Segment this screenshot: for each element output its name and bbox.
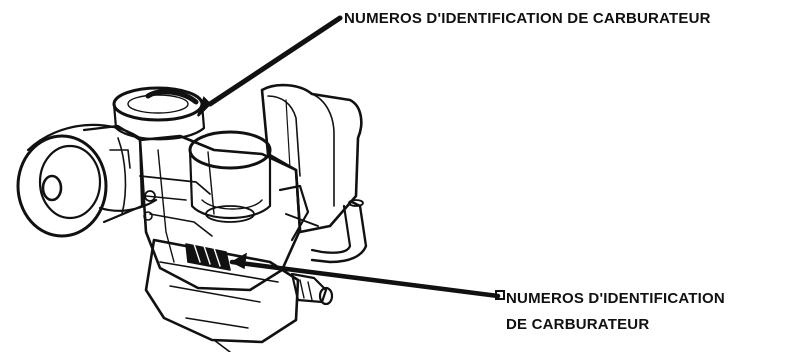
carburetor-body: [138, 134, 302, 292]
id-number-plate: [185, 243, 231, 271]
left-jets: [109, 149, 156, 221]
callout-label-bottom-line1: NUMEROS D'IDENTIFICATION: [506, 290, 725, 307]
callout-label-bottom-line2: DE CARBURATEUR: [506, 316, 650, 333]
callout-label-top: NUMEROS D'IDENTIFICATION DE CARBURATEUR: [344, 10, 711, 27]
left-air-horn: [16, 123, 158, 238]
vent-tube: [310, 199, 368, 264]
leader-bottom: [229, 252, 505, 300]
fuel-inlet-fitting: [290, 272, 334, 306]
leader-top: [197, 15, 343, 117]
callout-label-bottom: NUMEROS D'IDENTIFICATION DE CARBURATEUR: [506, 286, 725, 338]
center-dome: [188, 130, 272, 223]
throttle-linkage: [278, 184, 319, 242]
right-housing: [260, 83, 363, 234]
